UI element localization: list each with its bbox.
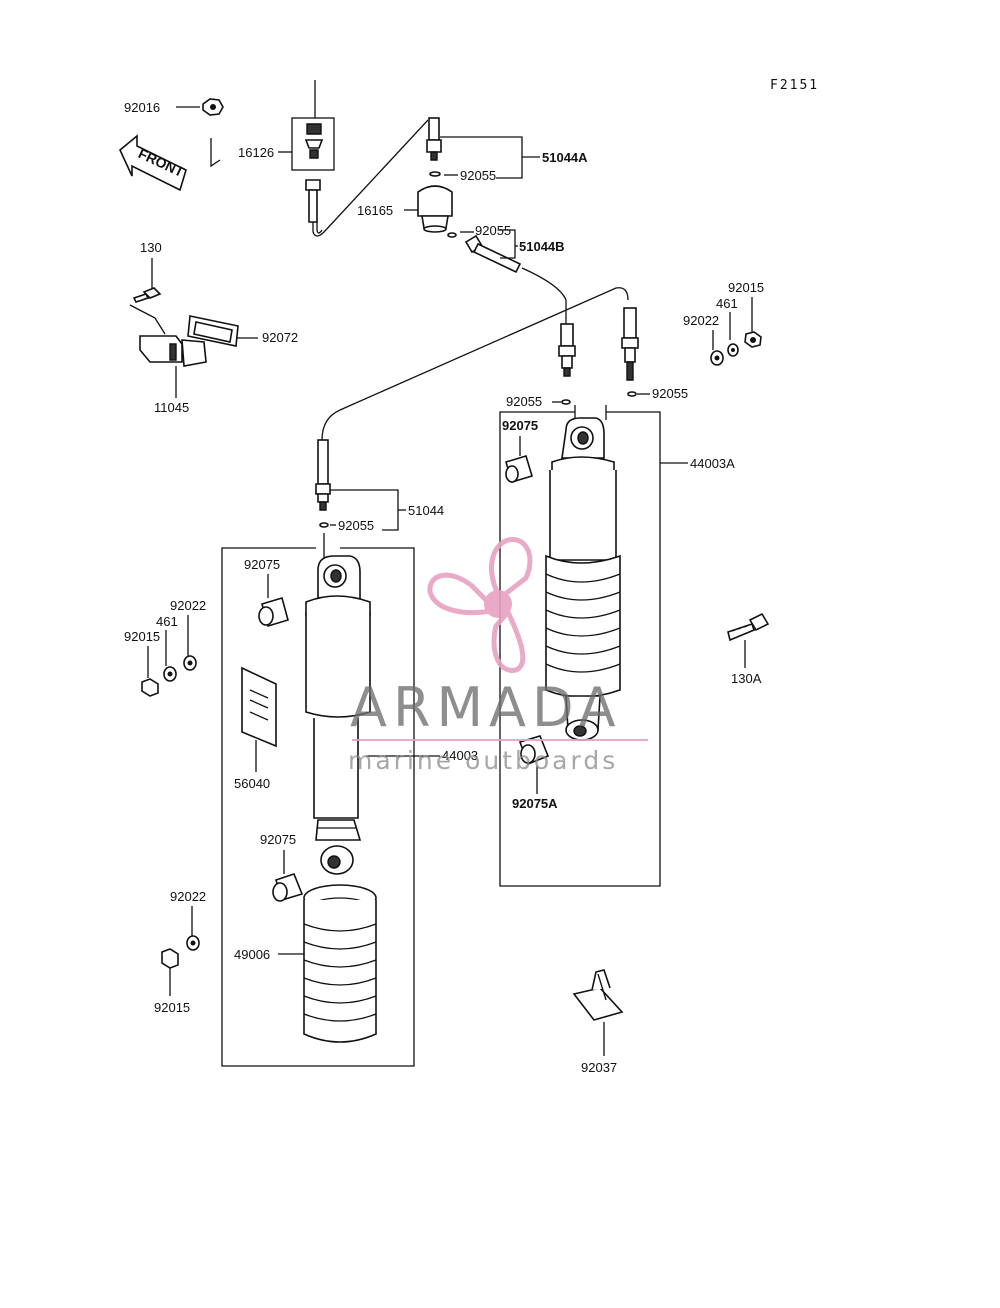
nut-92016 [202,98,224,116]
figure-code: F2151 [770,78,819,93]
label-92072: 92072 [262,330,298,345]
label-51044A: 51044A [542,150,588,165]
label-461-l: 461 [156,614,178,629]
label-92075-r: 92075 [502,418,538,433]
label-11045: 11045 [154,400,189,415]
bellows-49006 [303,884,377,1043]
label-92075A: 92075A [512,796,558,811]
label-130A: 130A [731,671,762,686]
label-92055-a: 92055 [460,168,496,183]
shock-absorber-44003A [545,417,621,741]
damper-16165 [417,185,453,233]
hose-fitting-left-top [305,179,321,223]
label-92075-l1: 92075 [244,557,280,572]
bushing-92075-l1 [258,596,289,628]
label-92055-b: 92055 [475,223,511,238]
watermark-logo: ARMADA marine outboards [348,537,648,775]
bolt-130A [727,612,770,642]
bolt-130 [132,287,162,303]
washer-92022-l1 [183,655,197,671]
label-51044B: 51044B [519,239,565,254]
shock-absorber-44003 [305,555,371,875]
washer-92022-r [710,350,724,366]
label-92016: 92016 [124,100,160,115]
plate-92072 [187,315,239,347]
label-92075-l2: 92075 [260,832,296,847]
hose-fitting-51044A [426,117,442,161]
label-92055-e: 92055 [338,518,374,533]
watermark-tagline: marine outboards [348,746,618,775]
nut-92015-l2 [161,948,179,969]
bushing-92075-r [505,455,533,483]
watermark-brand: ARMADA [350,676,622,739]
bushing-92075A [518,735,550,766]
valve-16126 [304,123,324,159]
label-92015-l1: 92015 [124,629,160,644]
front-arrow: FRONT [119,134,187,192]
label-16165: 16165 [357,203,393,218]
label-51044: 51044 [408,503,444,518]
label-49006: 49006 [234,947,270,962]
label-130: 130 [140,240,162,255]
label-92022-l2: 92022 [170,889,206,904]
label-16126: 16126 [238,145,274,160]
washer-92022-l2 [186,935,200,951]
nut-92015-r [744,331,762,348]
propeller-icon [427,537,533,673]
label-92055-d: 92055 [652,386,688,401]
label-plate-56040 [241,666,277,748]
label-92037: 92037 [581,1060,617,1075]
label-92015-r: 92015 [728,280,764,295]
hose-fitting-right-b [621,307,639,381]
label-92022-r: 92022 [683,313,719,328]
hose-fitting-right-a [558,323,576,377]
hose-fitting-51044B [464,234,522,274]
bracket-11045 [139,335,207,367]
washer-461-r [727,343,739,357]
hose-fitting-51044 [315,439,331,511]
label-44003: 44003 [442,748,478,763]
label-92015-l2: 92015 [154,1000,190,1015]
label-92055-c: 92055 [506,394,542,409]
bushing-92075-l2 [272,873,304,902]
label-92022-l1: 92022 [170,598,206,613]
clip-92037 [572,969,624,1021]
nut-92015-l1 [141,678,159,697]
label-44003A: 44003A [690,456,735,471]
washer-461-l [163,666,177,682]
label-461-r: 461 [716,296,738,311]
label-56040: 56040 [234,776,270,791]
